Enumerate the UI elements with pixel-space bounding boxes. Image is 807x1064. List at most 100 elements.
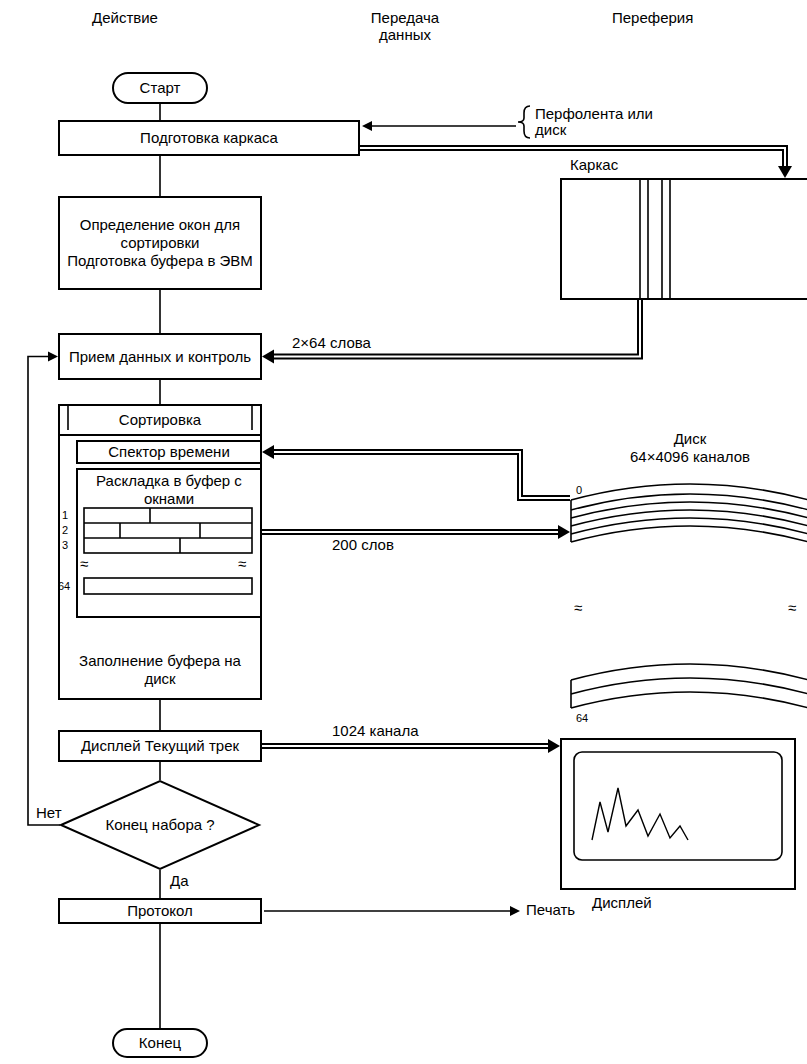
arrowhead — [48, 352, 58, 362]
text-label: ≈ — [788, 600, 796, 617]
node-text: Спектор времени — [108, 443, 230, 461]
flow-line — [28, 357, 60, 826]
text-label: ≈ — [574, 600, 582, 617]
connector — [360, 148, 792, 178]
double-line-outer — [273, 452, 570, 498]
node-text: Сортировка — [60, 406, 260, 436]
node-text: Определение окон для сортировки — [66, 216, 254, 252]
edge-label: 2×64 слова — [290, 334, 373, 351]
arrowhead — [558, 525, 570, 539]
print-arrowhead — [510, 906, 520, 916]
screen-frame — [574, 752, 782, 860]
display-screen — [562, 740, 794, 888]
slot-line — [661, 180, 663, 300]
connector — [262, 739, 560, 753]
double-line-inner — [273, 300, 640, 357]
start-terminal: Старт — [112, 72, 208, 104]
node-text: Конец набора ? — [105, 816, 214, 834]
node-text: Дисплей — [592, 894, 652, 912]
arrowhead — [262, 350, 274, 364]
double-line-outer — [273, 300, 640, 357]
connector — [160, 700, 161, 730]
connector — [262, 445, 570, 498]
process-box: Спектор времени — [76, 440, 262, 464]
diamond-shape — [61, 781, 259, 869]
connector — [160, 762, 161, 780]
connector — [160, 924, 161, 1028]
node-text: Подготовка буфера в ЭВМ — [67, 252, 253, 270]
flow-line — [159, 762, 161, 780]
connector — [262, 525, 570, 539]
text-label: 2 — [62, 524, 68, 536]
flow-line — [159, 380, 161, 404]
double-line-inner — [273, 452, 570, 498]
text-label: 0 — [576, 484, 582, 496]
process-box: Протокол — [58, 898, 262, 924]
tape-arrowhead — [362, 121, 372, 131]
text-label: 1 — [62, 509, 68, 521]
arrowhead — [778, 166, 792, 178]
platter-side — [570, 680, 572, 708]
node-text: 64×4096 каналов — [630, 448, 750, 466]
node-text: Раскладка в буфер с окнами — [84, 472, 254, 508]
flow-line — [159, 924, 161, 1028]
flow-line — [159, 104, 161, 120]
crate-box: Каркас — [560, 178, 807, 300]
node-text: Заполнение буфера на диск — [68, 652, 252, 688]
node-text: Прием данных и контроль — [69, 348, 251, 366]
double-line-outer — [262, 529, 559, 535]
sort-group: СортировкаЗаполнение буфера на диск Спект… — [58, 404, 262, 700]
node-text: Диск — [674, 430, 707, 448]
connector — [160, 870, 161, 898]
edge-label: 1024 канала — [330, 722, 421, 739]
text-label: Печать — [526, 902, 575, 919]
platter-side — [570, 500, 572, 542]
slot-line — [669, 180, 671, 300]
process-box: Дисплей Текущий трек — [58, 730, 262, 762]
flow-line — [159, 870, 161, 898]
connector — [160, 290, 161, 333]
process-box: Подготовка каркаса — [58, 120, 360, 156]
text-label: 3 — [62, 539, 68, 551]
flow-line — [159, 700, 161, 730]
display-symbol: Дисплей — [560, 738, 796, 890]
flow-line — [159, 290, 161, 333]
double-line-inner — [262, 745, 549, 747]
connector — [262, 300, 640, 364]
text-label: 64 — [58, 580, 70, 592]
disk-symbol: Диск64×4096 каналов — [570, 430, 807, 790]
buffer-box: Раскладка в буфер с окнами — [76, 468, 262, 618]
node-text: Дисплей Текущий трек — [81, 737, 239, 755]
decision-diamond: Конец набора ? — [60, 780, 260, 870]
edge-label: Нет — [34, 804, 64, 821]
connector — [28, 352, 60, 826]
platter-line — [571, 526, 807, 542]
node-text: Старт — [140, 79, 181, 97]
text-label: Переферия — [612, 10, 693, 27]
crate-slots — [562, 180, 807, 298]
node-text: Конец — [139, 1034, 181, 1052]
arrowhead — [262, 445, 274, 459]
slot-line — [639, 180, 641, 300]
edge-label: Да — [168, 872, 191, 889]
buffer-rows — [84, 508, 252, 594]
platter-line — [571, 484, 807, 500]
end-terminal: Конец — [112, 1028, 208, 1058]
double-line-inner — [262, 531, 559, 533]
text-label: ≈ — [238, 556, 246, 573]
node-text: Подготовка каркаса — [140, 129, 278, 147]
text-label: Перфолента или диск — [535, 106, 665, 138]
platter-line — [571, 692, 807, 708]
node-text: Протокол — [127, 902, 193, 920]
text-label: Действие — [92, 10, 158, 27]
edge-label: 200 слов — [330, 536, 396, 553]
print-arrow — [264, 910, 512, 912]
tape-brace — [372, 106, 530, 138]
flow-line — [159, 156, 161, 196]
text-label: ≈ — [80, 556, 88, 573]
double-line-outer — [262, 743, 549, 749]
slot-line — [647, 180, 649, 300]
text-label: 64 — [576, 712, 588, 724]
text-label: Передача данных — [350, 10, 460, 43]
